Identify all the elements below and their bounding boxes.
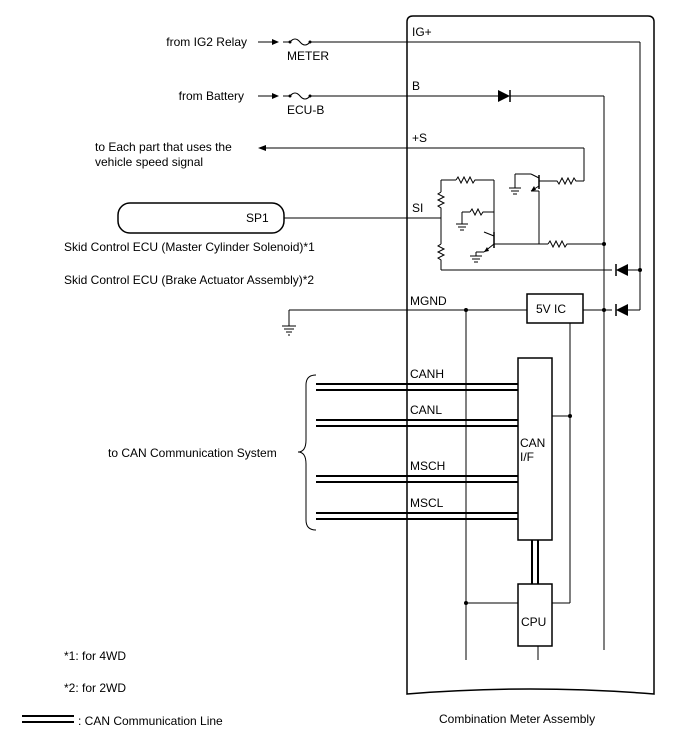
si-input-circuit [117, 175, 642, 276]
meter-fuse-symbol [289, 38, 311, 46]
note-2: *2: for 2WD [64, 681, 126, 695]
can-cpu-bus [531, 540, 539, 584]
terminal-canl: CANL [410, 403, 442, 417]
terminal-msch: MSCH [410, 459, 445, 473]
ecu-b-fuse-label: ECU-B [287, 103, 324, 117]
can-if-label-1: CAN [520, 436, 545, 450]
b-diode-symbol [498, 90, 510, 102]
cpu-label: CPU [521, 615, 546, 629]
terminal-canh: CANH [410, 367, 444, 381]
terminal-s: +S [412, 131, 427, 145]
note-1: *1: for 4WD [64, 649, 126, 663]
can-bracket [297, 374, 317, 531]
can-bus-lines [316, 383, 518, 520]
battery-label: from Battery [179, 89, 244, 103]
meter-assembly-outline [406, 15, 655, 695]
can-line-legend-symbol [22, 715, 74, 723]
can-if-label-2: I/F [520, 450, 534, 464]
can-system-label: to CAN Communication System [108, 446, 277, 460]
meter-fuse-label: METER [287, 49, 329, 63]
5v-ic-label: 5V IC [536, 302, 566, 316]
legend-label: : CAN Communication Line [78, 714, 223, 728]
terminal-mgnd: MGND [410, 294, 447, 308]
skid-ecu-label-1: Skid Control ECU (Master Cylinder Soleno… [64, 240, 315, 254]
terminal-b: B [412, 79, 420, 93]
ig2-circuit [258, 38, 641, 310]
cpu-box [517, 583, 553, 647]
ecu-b-fuse-symbol [289, 92, 311, 100]
mgnd-circuit [282, 293, 640, 660]
can-if-box [517, 357, 553, 541]
terminal-ig: IG+ [412, 25, 432, 39]
speed-output-label-1: to Each part that uses the [95, 140, 232, 154]
assembly-label: Combination Meter Assembly [439, 712, 595, 726]
5v-ic-box [526, 293, 584, 324]
speed-output-circuit [258, 145, 585, 244]
sp1-label: SP1 [246, 211, 269, 225]
ig2-relay-label: from IG2 Relay [166, 35, 247, 49]
battery-circuit [258, 90, 605, 650]
speed-output-label-2: vehicle speed signal [95, 155, 203, 169]
skid-ecu-label-2: Skid Control ECU (Brake Actuator Assembl… [64, 273, 314, 287]
terminal-mscl: MSCL [410, 496, 444, 510]
terminal-si: SI [412, 201, 423, 215]
